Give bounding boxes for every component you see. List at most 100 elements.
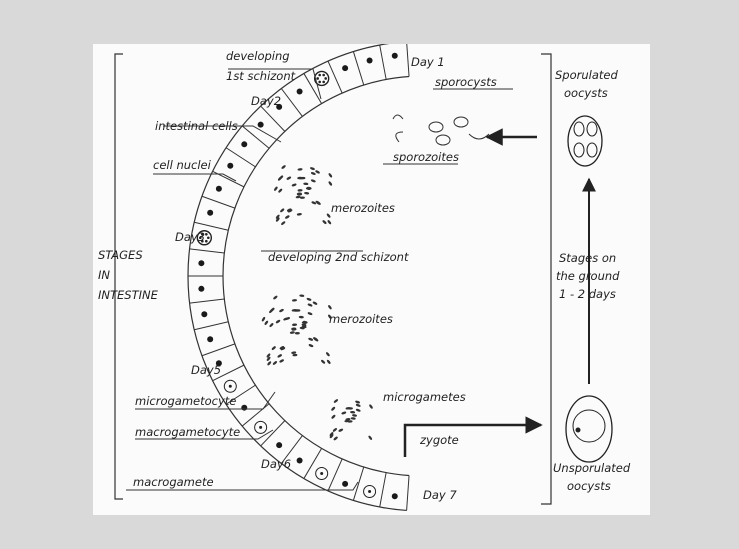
figure-frame: STAGES IN INTESTINE Day 1 developing 1st… <box>93 40 650 515</box>
cell-nucleus <box>391 493 398 500</box>
merozoite <box>302 320 308 324</box>
label-macrogamete: macrogamete <box>133 475 214 489</box>
cell-nucleus <box>215 360 222 367</box>
label-microgametes: microgametes <box>383 390 466 404</box>
epithelium-outer-edge <box>187 40 407 512</box>
cell-wall <box>201 343 236 357</box>
cell-wall <box>201 195 236 209</box>
gametocyte-cell <box>223 379 237 393</box>
cell-wall <box>260 105 286 132</box>
label-day1: Day 1 <box>411 55 445 69</box>
cell-wall <box>194 221 229 231</box>
merozoite <box>311 201 317 205</box>
cell-wall <box>406 475 410 511</box>
merozoite <box>294 332 300 335</box>
stages-label-line2: IN <box>98 268 110 282</box>
merozoite <box>299 294 305 297</box>
cell-nucleus <box>198 260 205 267</box>
merozoite <box>264 320 269 326</box>
merozoite <box>303 182 309 186</box>
merozoite <box>277 354 282 358</box>
label-developing: developing <box>226 49 290 63</box>
cell-wall <box>327 458 343 492</box>
cell-nucleus <box>259 425 263 429</box>
merozoite <box>326 213 331 218</box>
label-macrogametocyte: macrogametocyte <box>135 425 240 439</box>
merozoite <box>266 356 271 361</box>
merozoite <box>289 331 295 334</box>
right-bracket <box>541 53 552 505</box>
merozoite <box>278 188 283 193</box>
merozoite <box>315 170 320 174</box>
left-bracket <box>114 53 123 500</box>
merozoite <box>296 213 302 216</box>
merozoite <box>275 214 280 219</box>
microgamete <box>344 419 350 423</box>
cell-nucleus <box>227 162 234 169</box>
cell-wall <box>212 364 245 382</box>
merozoite <box>313 337 318 341</box>
label-merozoites-2: merozoites <box>329 312 393 326</box>
cell-wall <box>194 321 229 331</box>
label-sporulated-line2: oocysts <box>564 86 608 100</box>
cell-nucleus <box>368 489 372 493</box>
label-day7: Day 7 <box>423 488 457 502</box>
merozoite <box>307 312 313 316</box>
merozoite <box>266 353 271 358</box>
merozoite <box>261 316 266 322</box>
cell-wall <box>379 472 387 508</box>
microgametes-cluster <box>329 399 373 441</box>
merozoite <box>279 359 284 363</box>
merozoite <box>308 337 314 341</box>
zygote-cell <box>363 484 377 498</box>
merozoite <box>312 301 318 305</box>
merozoite <box>327 220 332 225</box>
stages-label-line3: INTESTINE <box>98 288 159 302</box>
merozoite <box>308 344 314 348</box>
merozoite <box>285 215 290 219</box>
arrow-to-unsporulated <box>403 416 543 457</box>
merozoite <box>301 323 307 327</box>
merozoite <box>279 175 284 180</box>
microgamete <box>350 417 356 420</box>
merozoites-cluster-1 <box>274 165 333 225</box>
label-merozoites-1: merozoites <box>331 201 395 215</box>
schizont-nucleus <box>318 80 321 84</box>
cell-wall <box>352 51 365 86</box>
cell-nucleus <box>241 141 248 148</box>
merozoite <box>292 299 298 302</box>
cell-wall <box>241 125 270 149</box>
merozoite <box>272 361 278 365</box>
merozoite <box>283 317 289 321</box>
merozoite <box>291 351 297 354</box>
schizont-nucleus <box>322 80 325 84</box>
epithelium-inner-edge <box>222 75 410 477</box>
merozoite <box>304 192 310 195</box>
merozoite <box>286 176 292 180</box>
label-intestinal-cells: intestinal cells <box>155 119 238 133</box>
merozoite <box>291 183 297 187</box>
schizont-nucleus <box>324 77 327 80</box>
cell-nucleus <box>276 103 283 110</box>
merozoite <box>293 309 299 312</box>
schizont <box>196 230 213 246</box>
label-zygote: zygote <box>419 433 459 447</box>
cell-wall <box>303 448 323 479</box>
merozoite <box>328 314 332 319</box>
merozoite <box>326 359 331 365</box>
merozoite <box>298 315 304 319</box>
merozoite <box>322 220 327 225</box>
cell-wall <box>280 435 303 464</box>
microgamete <box>350 410 356 414</box>
microgamete <box>332 428 337 432</box>
label-day6: Day6 <box>261 457 291 471</box>
label-day5: Day5 <box>191 363 221 377</box>
merozoite <box>274 186 278 191</box>
cell-wall <box>352 466 365 501</box>
cell-wall <box>225 384 256 405</box>
schizont <box>313 70 330 87</box>
merozoite <box>292 353 298 357</box>
merozoite <box>315 200 321 205</box>
microgamete <box>329 433 334 439</box>
cell-wall <box>406 41 410 77</box>
